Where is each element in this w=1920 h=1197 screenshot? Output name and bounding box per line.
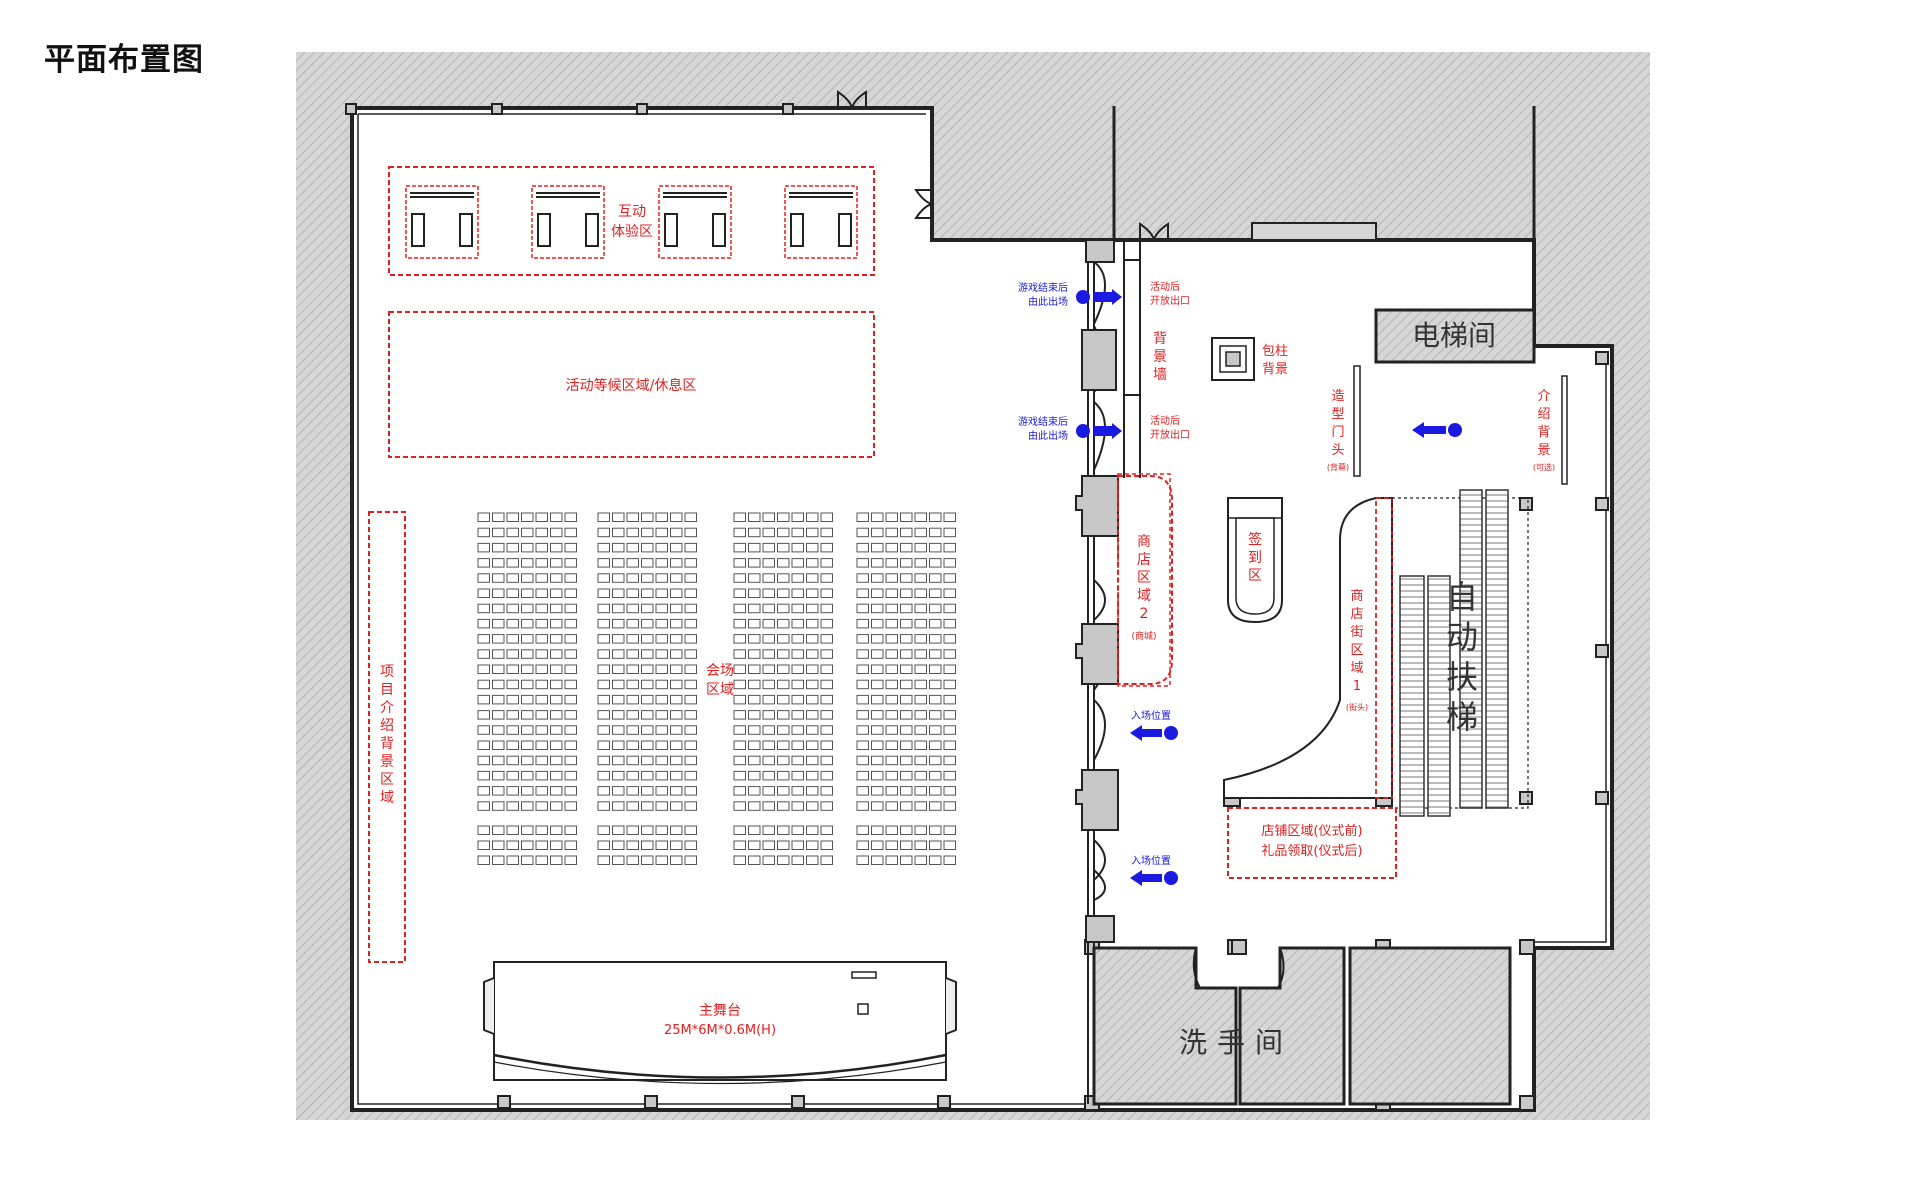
svg-text:绍: 绍: [1537, 407, 1550, 422]
svg-text:景: 景: [1537, 443, 1550, 458]
seating-area: [477, 512, 956, 865]
svg-text:游戏结束后: 游戏结束后: [1018, 281, 1068, 294]
corridor-columns: [1075, 239, 1119, 943]
venue-label-1: 会场: [706, 663, 734, 679]
svg-text:商: 商: [1137, 534, 1151, 550]
svg-text:区: 区: [1137, 570, 1151, 586]
svg-text:区: 区: [1350, 643, 1363, 658]
entry-notes: 入场位置 入场位置: [1130, 709, 1178, 886]
svg-text:背: 背: [1537, 425, 1550, 440]
svg-text:礼品领取(仪式后): 礼品领取(仪式后): [1261, 843, 1362, 859]
venue-label-2: 区域: [706, 682, 734, 698]
svg-text:游戏结束后: 游戏结束后: [1018, 415, 1068, 428]
stage-size: 25M*6M*0.6M(H): [664, 1023, 776, 1038]
shop-street-zone-1: 商店街 区域1 (街头): [1223, 497, 1393, 799]
svg-text:店: 店: [1350, 607, 1363, 622]
svg-text:(背幕): (背幕): [1327, 462, 1349, 472]
waiting-zone: 活动等候区域/休息区: [388, 311, 875, 458]
svg-text:门: 门: [1331, 425, 1344, 440]
svg-text:入场位置: 入场位置: [1131, 854, 1171, 867]
backdrop-wall-label: 背景墙: [1153, 331, 1167, 383]
svg-text:自: 自: [1446, 578, 1478, 616]
svg-text:景: 景: [1153, 349, 1167, 365]
page-title: 平面布置图: [44, 42, 204, 78]
svg-text:造: 造: [1331, 389, 1344, 404]
svg-text:背: 背: [380, 736, 394, 752]
svg-text:(街头): (街头): [1346, 702, 1368, 712]
svg-text:绍: 绍: [380, 718, 394, 734]
svg-text:墙: 墙: [1153, 367, 1167, 383]
svg-text:商: 商: [1350, 589, 1363, 604]
svg-text:店铺区域(仪式前): 店铺区域(仪式前): [1261, 823, 1362, 839]
svg-text:签: 签: [1248, 531, 1262, 548]
svg-text:店: 店: [1137, 552, 1151, 568]
shop-zone-2: 商店区 域 2 (商城): [1117, 473, 1173, 687]
svg-text:头: 头: [1331, 443, 1344, 458]
elevator-label: 电梯间: [1412, 319, 1496, 352]
svg-text:介: 介: [380, 700, 394, 716]
main-stage: 主舞台 25M*6M*0.6M(H): [483, 961, 957, 1085]
svg-text:活动后: 活动后: [1150, 281, 1180, 293]
pillar-wrap: 包柱 背景: [1211, 337, 1288, 381]
svg-text:型: 型: [1331, 407, 1344, 422]
svg-text:项: 项: [380, 664, 394, 680]
svg-text:2: 2: [1140, 606, 1149, 622]
svg-text:由此出场: 由此出场: [1028, 295, 1068, 308]
svg-text:区: 区: [1248, 568, 1262, 584]
svg-text:目: 目: [380, 682, 394, 698]
svg-text:域: 域: [380, 790, 394, 806]
svg-text:景: 景: [380, 754, 394, 770]
svg-text:开放出口: 开放出口: [1150, 294, 1190, 307]
svg-text:入场位置: 入场位置: [1131, 709, 1171, 722]
shop2-note: (商城): [1131, 630, 1156, 642]
stage-title: 主舞台: [699, 1003, 741, 1019]
svg-text:到: 到: [1248, 550, 1262, 566]
service-rooms: [1092, 939, 1512, 1106]
svg-text:扶: 扶: [1446, 658, 1478, 696]
svg-text:包柱: 包柱: [1262, 344, 1288, 359]
svg-text:街: 街: [1350, 625, 1363, 640]
svg-text:梯: 梯: [1446, 698, 1478, 736]
svg-text:介: 介: [1537, 389, 1550, 404]
interactive-zone: 互动 体验区: [388, 166, 875, 276]
svg-text:区: 区: [380, 772, 394, 788]
svg-text:由此出场: 由此出场: [1028, 429, 1068, 442]
project-intro-zone: 项目介 绍背景 区域: [368, 511, 406, 963]
checkin-desk: 签 到 区: [1227, 497, 1283, 624]
restroom-label: 洗手间: [1179, 1026, 1293, 1059]
svg-text:活动后: 活动后: [1150, 415, 1180, 427]
interactive-label-2: 体验区: [611, 224, 653, 240]
svg-text:动: 动: [1446, 618, 1478, 656]
waiting-label: 活动等候区域/休息区: [566, 377, 697, 394]
svg-text:开放出口: 开放出口: [1150, 428, 1190, 441]
lobby-arrow: [1412, 422, 1446, 438]
elevator-room: [1374, 308, 1536, 364]
svg-text:1: 1: [1353, 679, 1361, 694]
svg-text:域: 域: [1350, 661, 1363, 676]
exit-notes: 游戏结束后 由此出场 游戏结束后 由此出场 活动后 开放出口 活动后 开放出口: [1018, 281, 1190, 442]
svg-text:域: 域: [1137, 588, 1151, 604]
svg-text:背景: 背景: [1262, 362, 1288, 377]
interactive-label-1: 互动: [618, 204, 646, 220]
store-gift-zone: 店铺区域(仪式前) 礼品领取(仪式后): [1227, 807, 1397, 879]
svg-text:(可选): (可选): [1533, 462, 1555, 472]
svg-text:背: 背: [1153, 331, 1167, 347]
